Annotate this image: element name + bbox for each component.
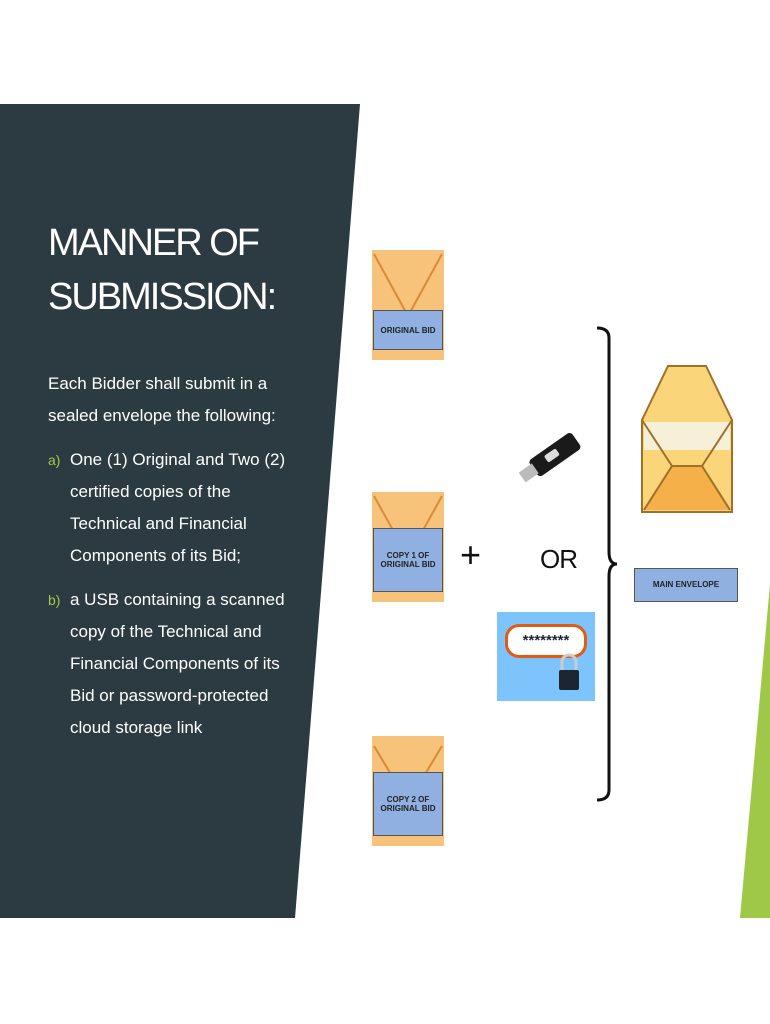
envelope-label: ORIGINAL BID	[380, 560, 436, 569]
main-envelope-label: MAIN ENVELOPE	[634, 568, 738, 602]
list-text: One (1) Original and Two (2) certified c…	[70, 450, 286, 565]
list-item: a) One (1) Original and Two (2) certifie…	[48, 444, 288, 572]
list-marker: b)	[48, 592, 61, 608]
dark-panel	[0, 104, 360, 918]
green-accent	[740, 584, 770, 918]
envelope-label: ORIGINAL BID	[380, 325, 436, 335]
list-text: a USB containing a scanned copy of the T…	[70, 590, 285, 737]
envelope-icon	[373, 745, 443, 777]
plus-sign: +	[460, 534, 482, 575]
envelope-label: ORIGINAL BID	[380, 804, 436, 813]
envelope-original: ORIGINAL BID	[372, 250, 444, 360]
or-label: OR	[540, 544, 578, 574]
list-item: b) a USB containing a scanned copy of th…	[48, 584, 288, 744]
envelope-icon	[373, 495, 443, 533]
slide: MANNER OF SUBMISSION: Each Bidder shall …	[0, 104, 770, 918]
password-field: ********	[505, 624, 587, 658]
password-image: ********	[497, 612, 595, 701]
usb-drive-icon	[518, 433, 581, 483]
padlock-icon	[559, 653, 579, 690]
slide-body: Each Bidder shall submit in a sealed env…	[48, 368, 288, 744]
brace-icon	[596, 326, 618, 802]
intro-text: Each Bidder shall submit in a sealed env…	[48, 374, 276, 425]
envelope-label: COPY 1 OF	[386, 551, 430, 560]
list-marker: a)	[48, 452, 61, 468]
envelope-label: COPY 2 OF	[386, 795, 430, 804]
slide-title: MANNER OF SUBMISSION:	[48, 222, 277, 318]
main-envelope-icon	[641, 365, 733, 513]
